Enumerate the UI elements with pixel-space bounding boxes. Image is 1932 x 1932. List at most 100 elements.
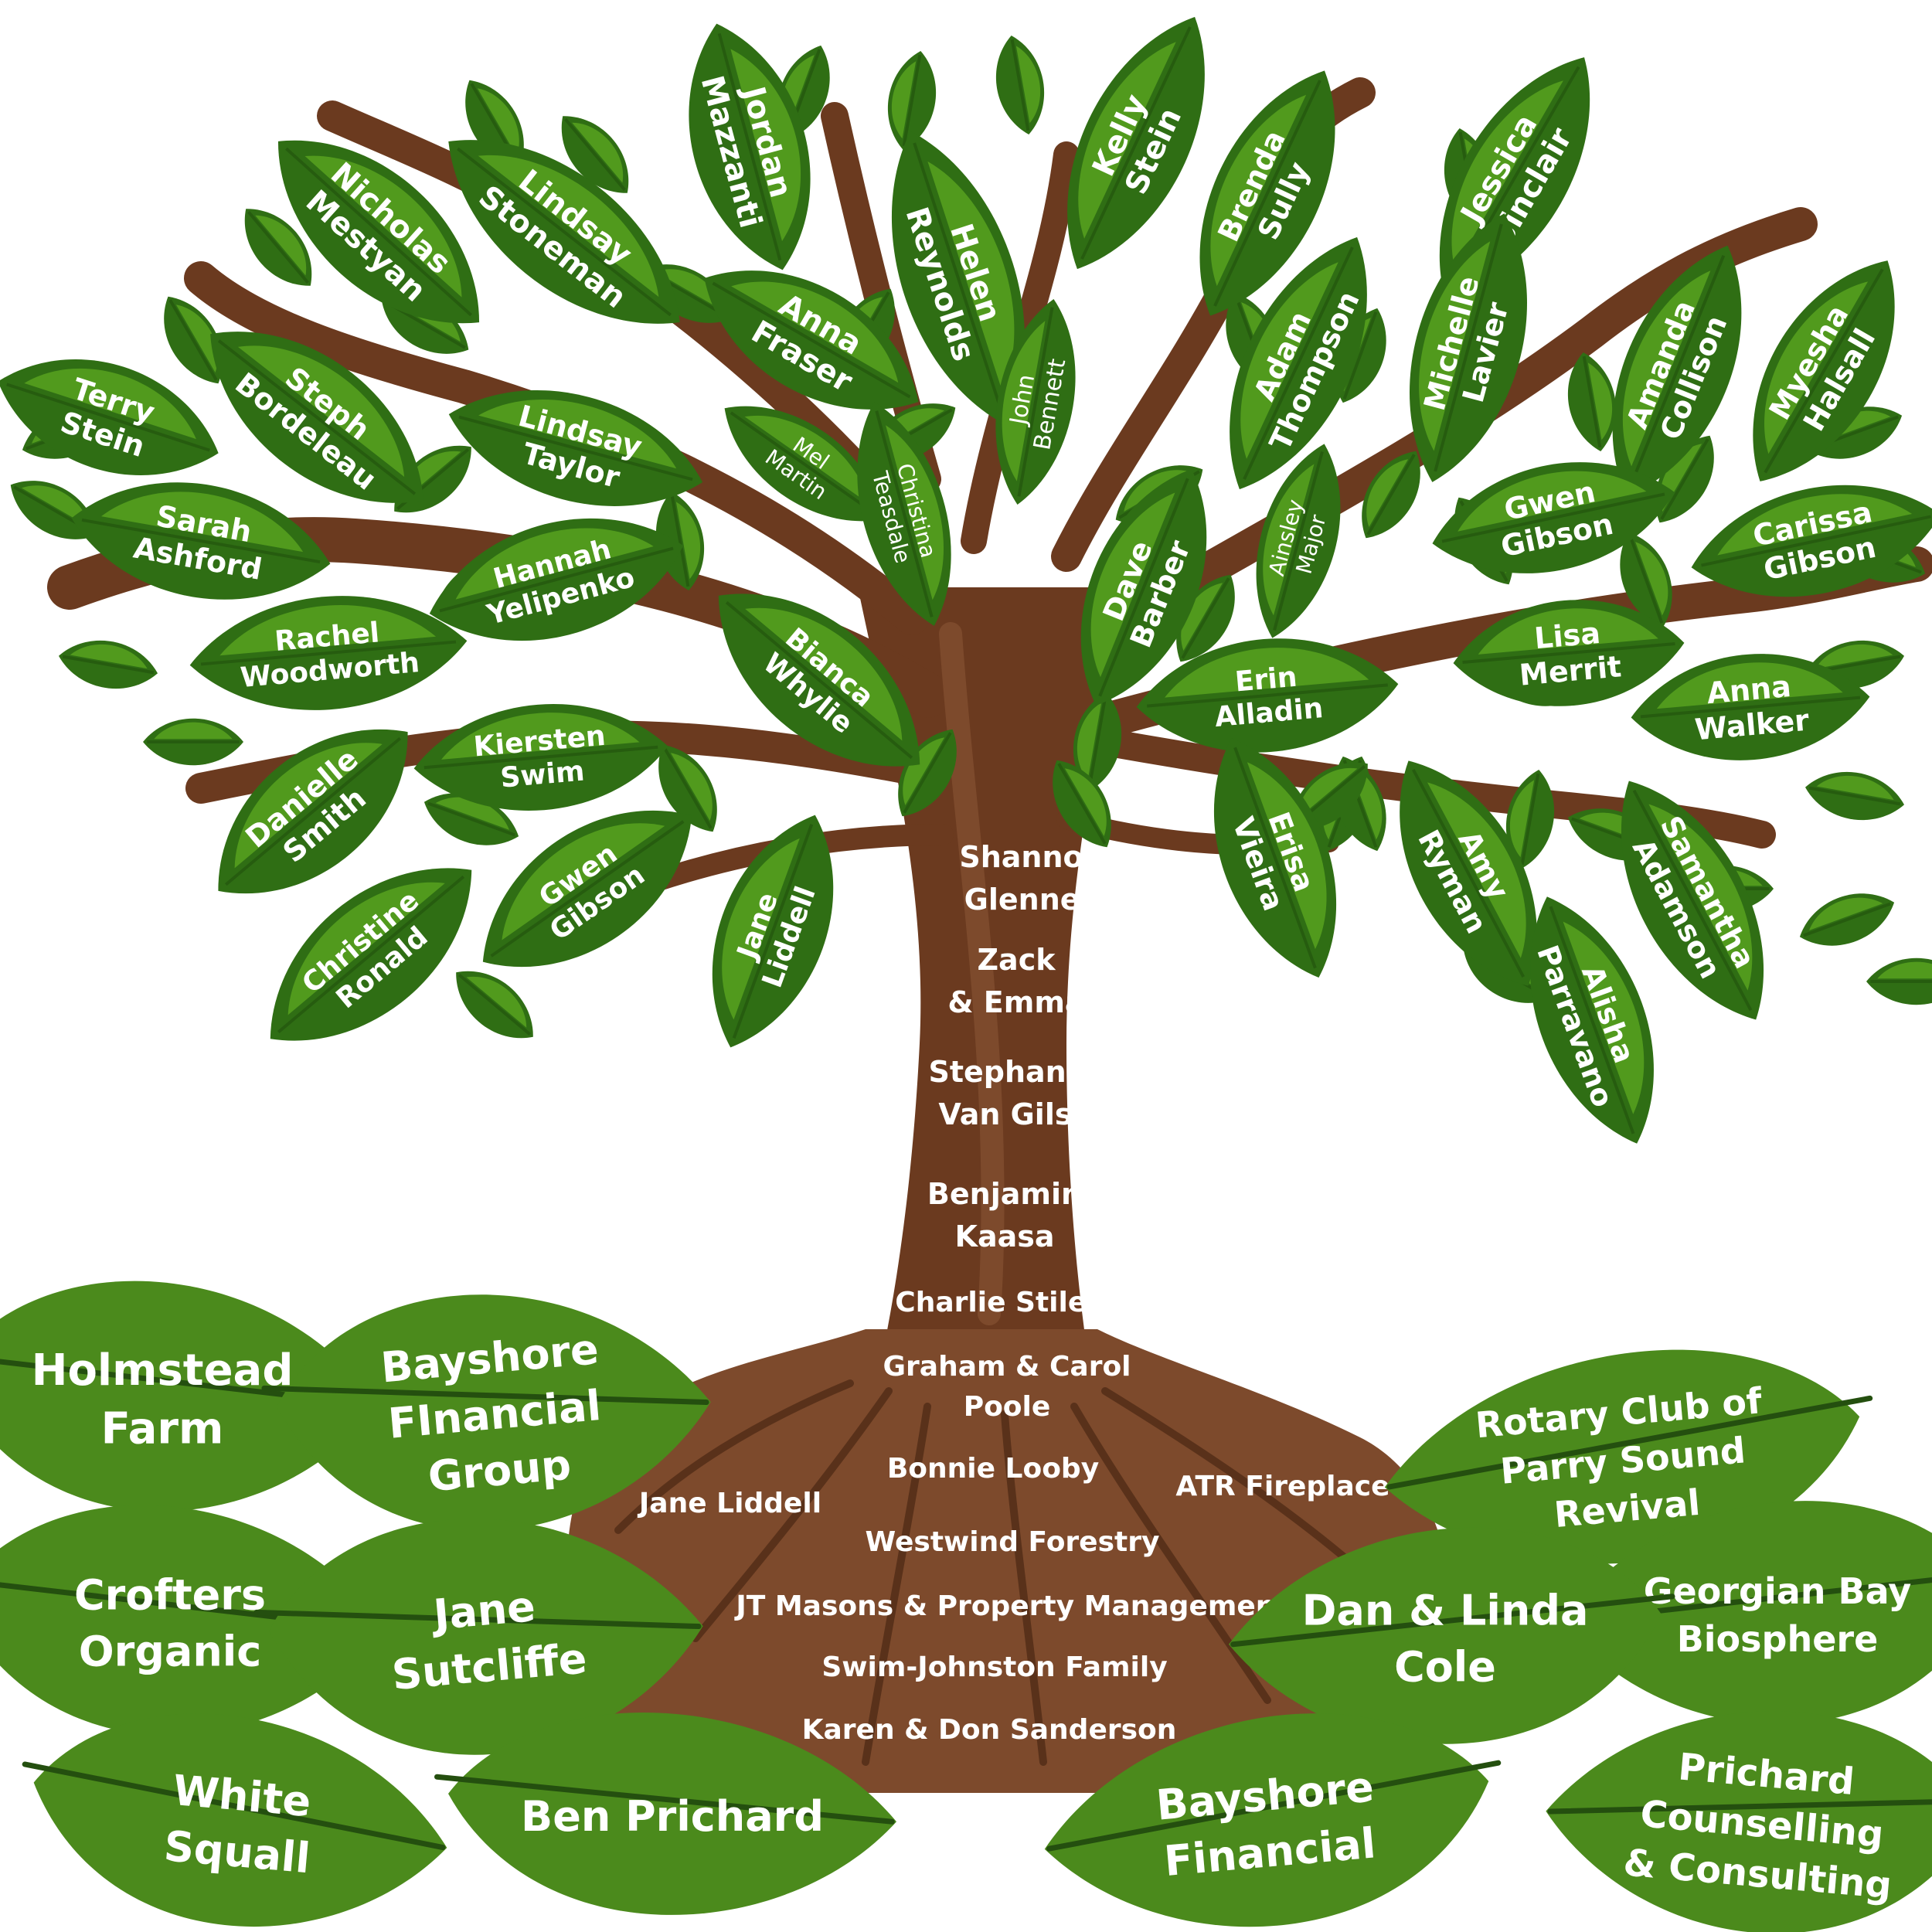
name-leaf-2-shine	[478, 155, 659, 298]
sponsor-leaf-vein-8	[1230, 1594, 1675, 1648]
name-leaf-27-shine	[1478, 608, 1658, 655]
decorative-leaf	[1505, 769, 1555, 869]
decorative-leaf-23-midrib	[670, 495, 690, 587]
name-leaf-32-midrib	[277, 875, 465, 1034]
decorative-leaf-38-midrib	[457, 974, 532, 1036]
trunk-name: Jane Liddell	[637, 1488, 821, 1519]
decorative-leaf	[1804, 771, 1905, 821]
name-leaf: KierstenSwim	[413, 704, 668, 811]
name-leaf-32-shine	[287, 882, 445, 1015]
name-leaf-28-midrib	[1640, 696, 1861, 719]
name-leaf-35-midrib	[1411, 769, 1526, 978]
name-leaf-34-midrib	[1233, 747, 1317, 969]
name-leaf-9-shine	[237, 345, 405, 477]
name-leaf: MelMartin	[724, 406, 883, 522]
decorative-leaf-1-midrib	[902, 54, 922, 147]
name-leaf: GwenGibson	[1432, 462, 1675, 573]
name-leaf: BrendaSully	[1199, 70, 1335, 316]
name-leaf: LisaMerrit	[1453, 600, 1685, 706]
decorative-leaf-31-midrib	[1087, 696, 1107, 788]
name-leaf-23-shine	[1717, 494, 1913, 556]
decorative-leaf-2-midrib	[1010, 39, 1030, 131]
name-leaf-30-shine	[234, 743, 383, 869]
name-leaf-34-shine	[1247, 762, 1327, 950]
name-leaf: GwenGibson	[482, 810, 692, 968]
sponsor-leaf: Ben Prichard	[434, 1713, 896, 1915]
name-leaf-13-midrib	[1434, 223, 1503, 472]
decorative-leaf	[244, 209, 312, 286]
name-leaf: AnnaWalker	[1631, 654, 1870, 760]
decorative-leaf	[898, 729, 957, 817]
name-leaf-31-midrib	[490, 820, 685, 957]
trunk-name: ATR Fireplace	[1175, 1471, 1389, 1502]
decorative-leaf-21-shine	[154, 722, 233, 740]
name-leaf: DaveBarber	[1080, 469, 1207, 706]
name-leaf-7-shine	[731, 281, 899, 383]
decorative-leaf	[1620, 532, 1672, 628]
decorative-leaf	[1073, 692, 1122, 792]
name-leaf-7-midrib	[712, 281, 911, 399]
name-leaf: JohnBennett	[995, 299, 1076, 505]
sponsor-leaf-vein-6	[1386, 1395, 1873, 1490]
root-line-2	[1001, 1410, 1047, 1766]
decorative-leaf-6-midrib	[247, 210, 309, 284]
decorative-leaf-32-shine	[1064, 768, 1107, 837]
name-leaf-19-shine	[455, 528, 654, 600]
name-leaf-11-midrib	[1017, 307, 1054, 497]
name-leaf: JaneLiddell	[712, 815, 834, 1048]
name-leaf: AmyRyman	[1400, 760, 1537, 986]
name-leaf-label: RachelWoodworth	[236, 614, 421, 694]
name-leaf: CarissaGibson	[1691, 485, 1932, 597]
decorative-leaf-48-shine	[1297, 767, 1358, 819]
sponsor-leaf-blade-1	[277, 1294, 711, 1531]
decorative-leaf-32-midrib	[1057, 763, 1107, 845]
decorative-leaf-28-shine	[1635, 542, 1668, 616]
name-leaf: RachelWoodworth	[189, 596, 468, 710]
decorative-leaf-29-shine	[1815, 644, 1893, 669]
decorative-leaf-4-midrib	[564, 117, 626, 192]
name-leaf-17-midrib	[875, 410, 934, 617]
sponsor-leaf-blade-2	[0, 1505, 386, 1736]
decorative-leaf-2-shine	[1015, 46, 1041, 124]
decorative-leaf-47-midrib	[427, 801, 515, 837]
name-leaf-18-shine	[100, 492, 304, 553]
root-mound	[566, 1329, 1449, 1793]
decorative-leaf-15-midrib	[1660, 438, 1709, 520]
name-leaf-18-midrib	[81, 518, 321, 564]
name-leaf-8-shine	[24, 368, 196, 440]
name-leaf: ChristinaTeasdale	[857, 402, 951, 626]
name-leaf-21-midrib	[1273, 451, 1324, 631]
name-leaf-14-shine	[1622, 270, 1711, 467]
decorative-leaf-1-shine	[891, 61, 917, 139]
name-leaf: TerryStein	[0, 359, 219, 476]
sponsor-leaf: BayshoreFinancial	[1044, 1713, 1502, 1927]
name-leaf-36-shine	[1648, 804, 1753, 991]
decorative-leaf-38-shine	[466, 976, 527, 1028]
name-leaf-2-midrib	[457, 147, 672, 317]
root-line-0	[692, 1387, 893, 1642]
name-leaf-label: KellyStein	[1085, 87, 1189, 199]
decorative-leaf-30-shine	[1816, 775, 1894, 801]
sponsor-leaf: JaneSutcliffe	[253, 1519, 703, 1755]
name-leaf-20-midrib	[1098, 478, 1189, 697]
trunk-name: Zack& Emma	[947, 943, 1084, 1019]
tree-roots	[566, 1329, 1449, 1793]
sponsor-leaf-blade-8	[1229, 1527, 1662, 1744]
decorative-leaf-46-shine	[1877, 961, 1932, 979]
name-leaf-24-shine	[219, 605, 437, 656]
name-leaf-33-shine	[722, 838, 800, 1020]
trunk-name: JT Masons & Property Management	[733, 1590, 1288, 1622]
sponsor-leaf: WhiteSquall	[22, 1713, 447, 1927]
decorative-leaf-30-midrib	[1808, 786, 1901, 806]
name-leaf-0-shine	[730, 49, 801, 241]
decorative-leaf-20-shine	[70, 644, 148, 669]
name-leaf-15-midrib	[1764, 268, 1884, 474]
decorative-leaf	[58, 640, 158, 689]
name-leaf-29-shine	[441, 713, 640, 760]
sponsor-leaf-vein-3	[253, 1609, 702, 1630]
